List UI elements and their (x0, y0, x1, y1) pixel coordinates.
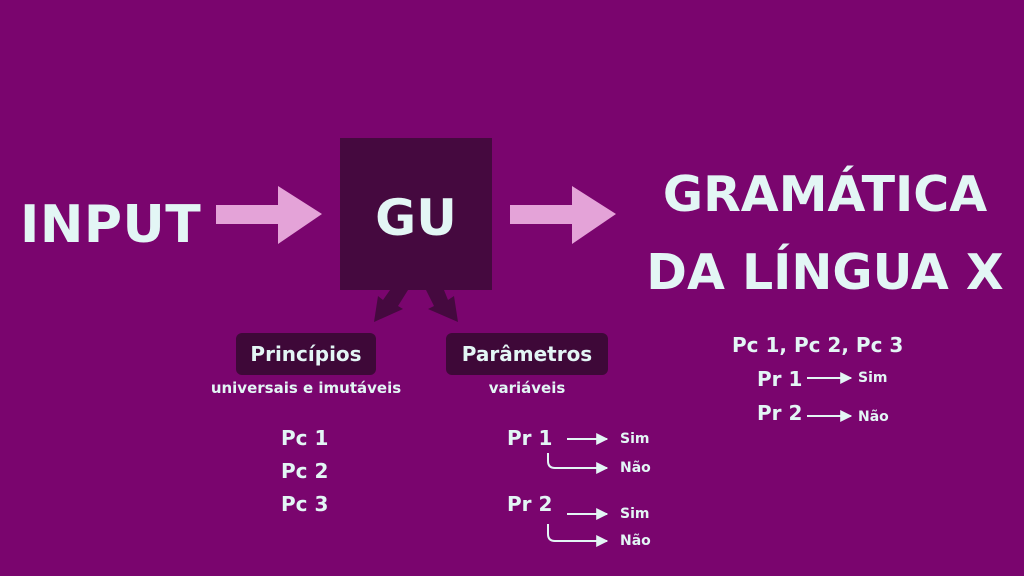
gu-box (340, 138, 492, 290)
result-pr2-value: Não (858, 409, 889, 425)
result-pr1-value: Sim (858, 370, 888, 386)
parameters-subtitle: variáveis (488, 379, 566, 397)
principles-label: Princípios (250, 342, 362, 366)
pr1-nao-arrow (547, 453, 609, 474)
principle-item-2: Pc 2 (281, 459, 329, 483)
gu-to-principles-arrow (374, 290, 408, 322)
pr2-option-nao: Não (620, 533, 651, 549)
pr2-option-sim: Sim (620, 506, 650, 522)
pr1-option-sim: Sim (620, 431, 650, 447)
pr2-nao-arrow (547, 524, 609, 547)
gu-to-parameters-arrow (426, 290, 458, 322)
parameters-label: Parâmetros (461, 342, 593, 366)
result-principles-line: Pc 1, Pc 2, Pc 3 (732, 333, 904, 357)
result-pr1-name: Pr 1 (757, 367, 803, 391)
parameter-item-2: Pr 2 (507, 492, 553, 516)
grammar-title-line-2: DA LÍNGUA X (646, 244, 1004, 301)
pr1-option-nao: Não (620, 460, 651, 476)
principles-pill: Princípios (236, 333, 376, 375)
principle-item-3: Pc 3 (281, 492, 329, 516)
result-pr2-name: Pr 2 (757, 401, 803, 425)
parameters-pill: Parâmetros (446, 333, 608, 375)
input-label: INPUT (20, 195, 202, 255)
principle-item-1: Pc 1 (281, 426, 329, 450)
gu-label: GU (375, 189, 457, 247)
grammar-title-line-1: GRAMÁTICA (662, 166, 988, 223)
parameter-item-1: Pr 1 (507, 426, 553, 450)
principles-subtitle: universais e imutáveis (210, 379, 402, 397)
gu-to-grammar-arrow (510, 186, 616, 244)
input-to-gu-arrow (216, 186, 322, 244)
